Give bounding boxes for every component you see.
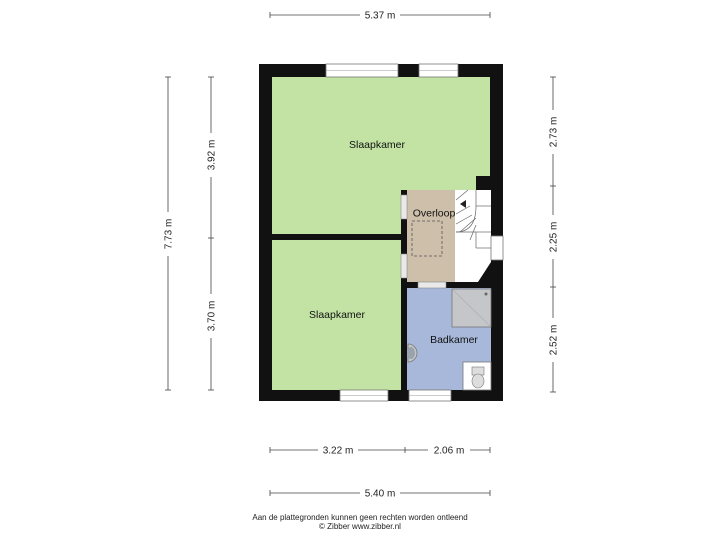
room-bedroom-top [272,77,490,234]
dimension-bottom-split: 3.22 m 2.06 m [269,443,491,457]
label-landing: Overloop [413,208,456,220]
door-bedroom-top [400,194,408,220]
door-bedroom-bottom [400,253,408,279]
dim-top-width: 5.37 m [365,11,396,22]
room-bedroom-bottom [272,240,401,390]
stair-steps [455,189,491,249]
dim-right-mid: 2.25 m [549,222,560,253]
dimension-left-total: 7.73 m [161,76,175,391]
dim-left-total: 7.73 m [164,219,175,250]
label-bathroom: Badkamer [430,334,478,346]
window-right-stair [490,235,504,261]
dim-bottom-left: 3.22 m [323,446,354,457]
doors [400,194,447,289]
room-landing [407,190,455,282]
footer-line-1: Aan de plattegronden kunnen geen rechten… [252,513,468,522]
dimension-left-split: 3.92 m 3.70 m [204,76,218,391]
door-bathroom [417,281,447,289]
dimension-right: 2.73 m 2.25 m 2.52 m [546,76,560,393]
windows [325,63,504,402]
staircase [455,190,491,282]
dim-left-lower: 3.70 m [207,301,218,332]
footer-line-2: © Zibber www.zibber.nl [319,522,401,531]
dimension-top: 5.37 m [269,8,491,22]
footer-disclaimer: Aan de plattegronden kunnen geen rechten… [0,513,720,531]
dim-bottom-right: 2.06 m [434,446,465,457]
dim-bottom-total: 5.40 m [365,489,396,500]
stair-direction-arrow [460,200,466,208]
dimension-bottom-total: 5.40 m [269,486,491,500]
dim-right-bottom: 2.52 m [549,325,560,356]
label-bedroom-top: Slaapkamer [349,139,406,151]
dim-left-upper: 3.92 m [207,140,218,171]
label-bedroom-bottom: Slaapkamer [309,309,366,321]
attic-hatch [411,220,443,257]
dim-right-top: 2.73 m [549,117,560,148]
